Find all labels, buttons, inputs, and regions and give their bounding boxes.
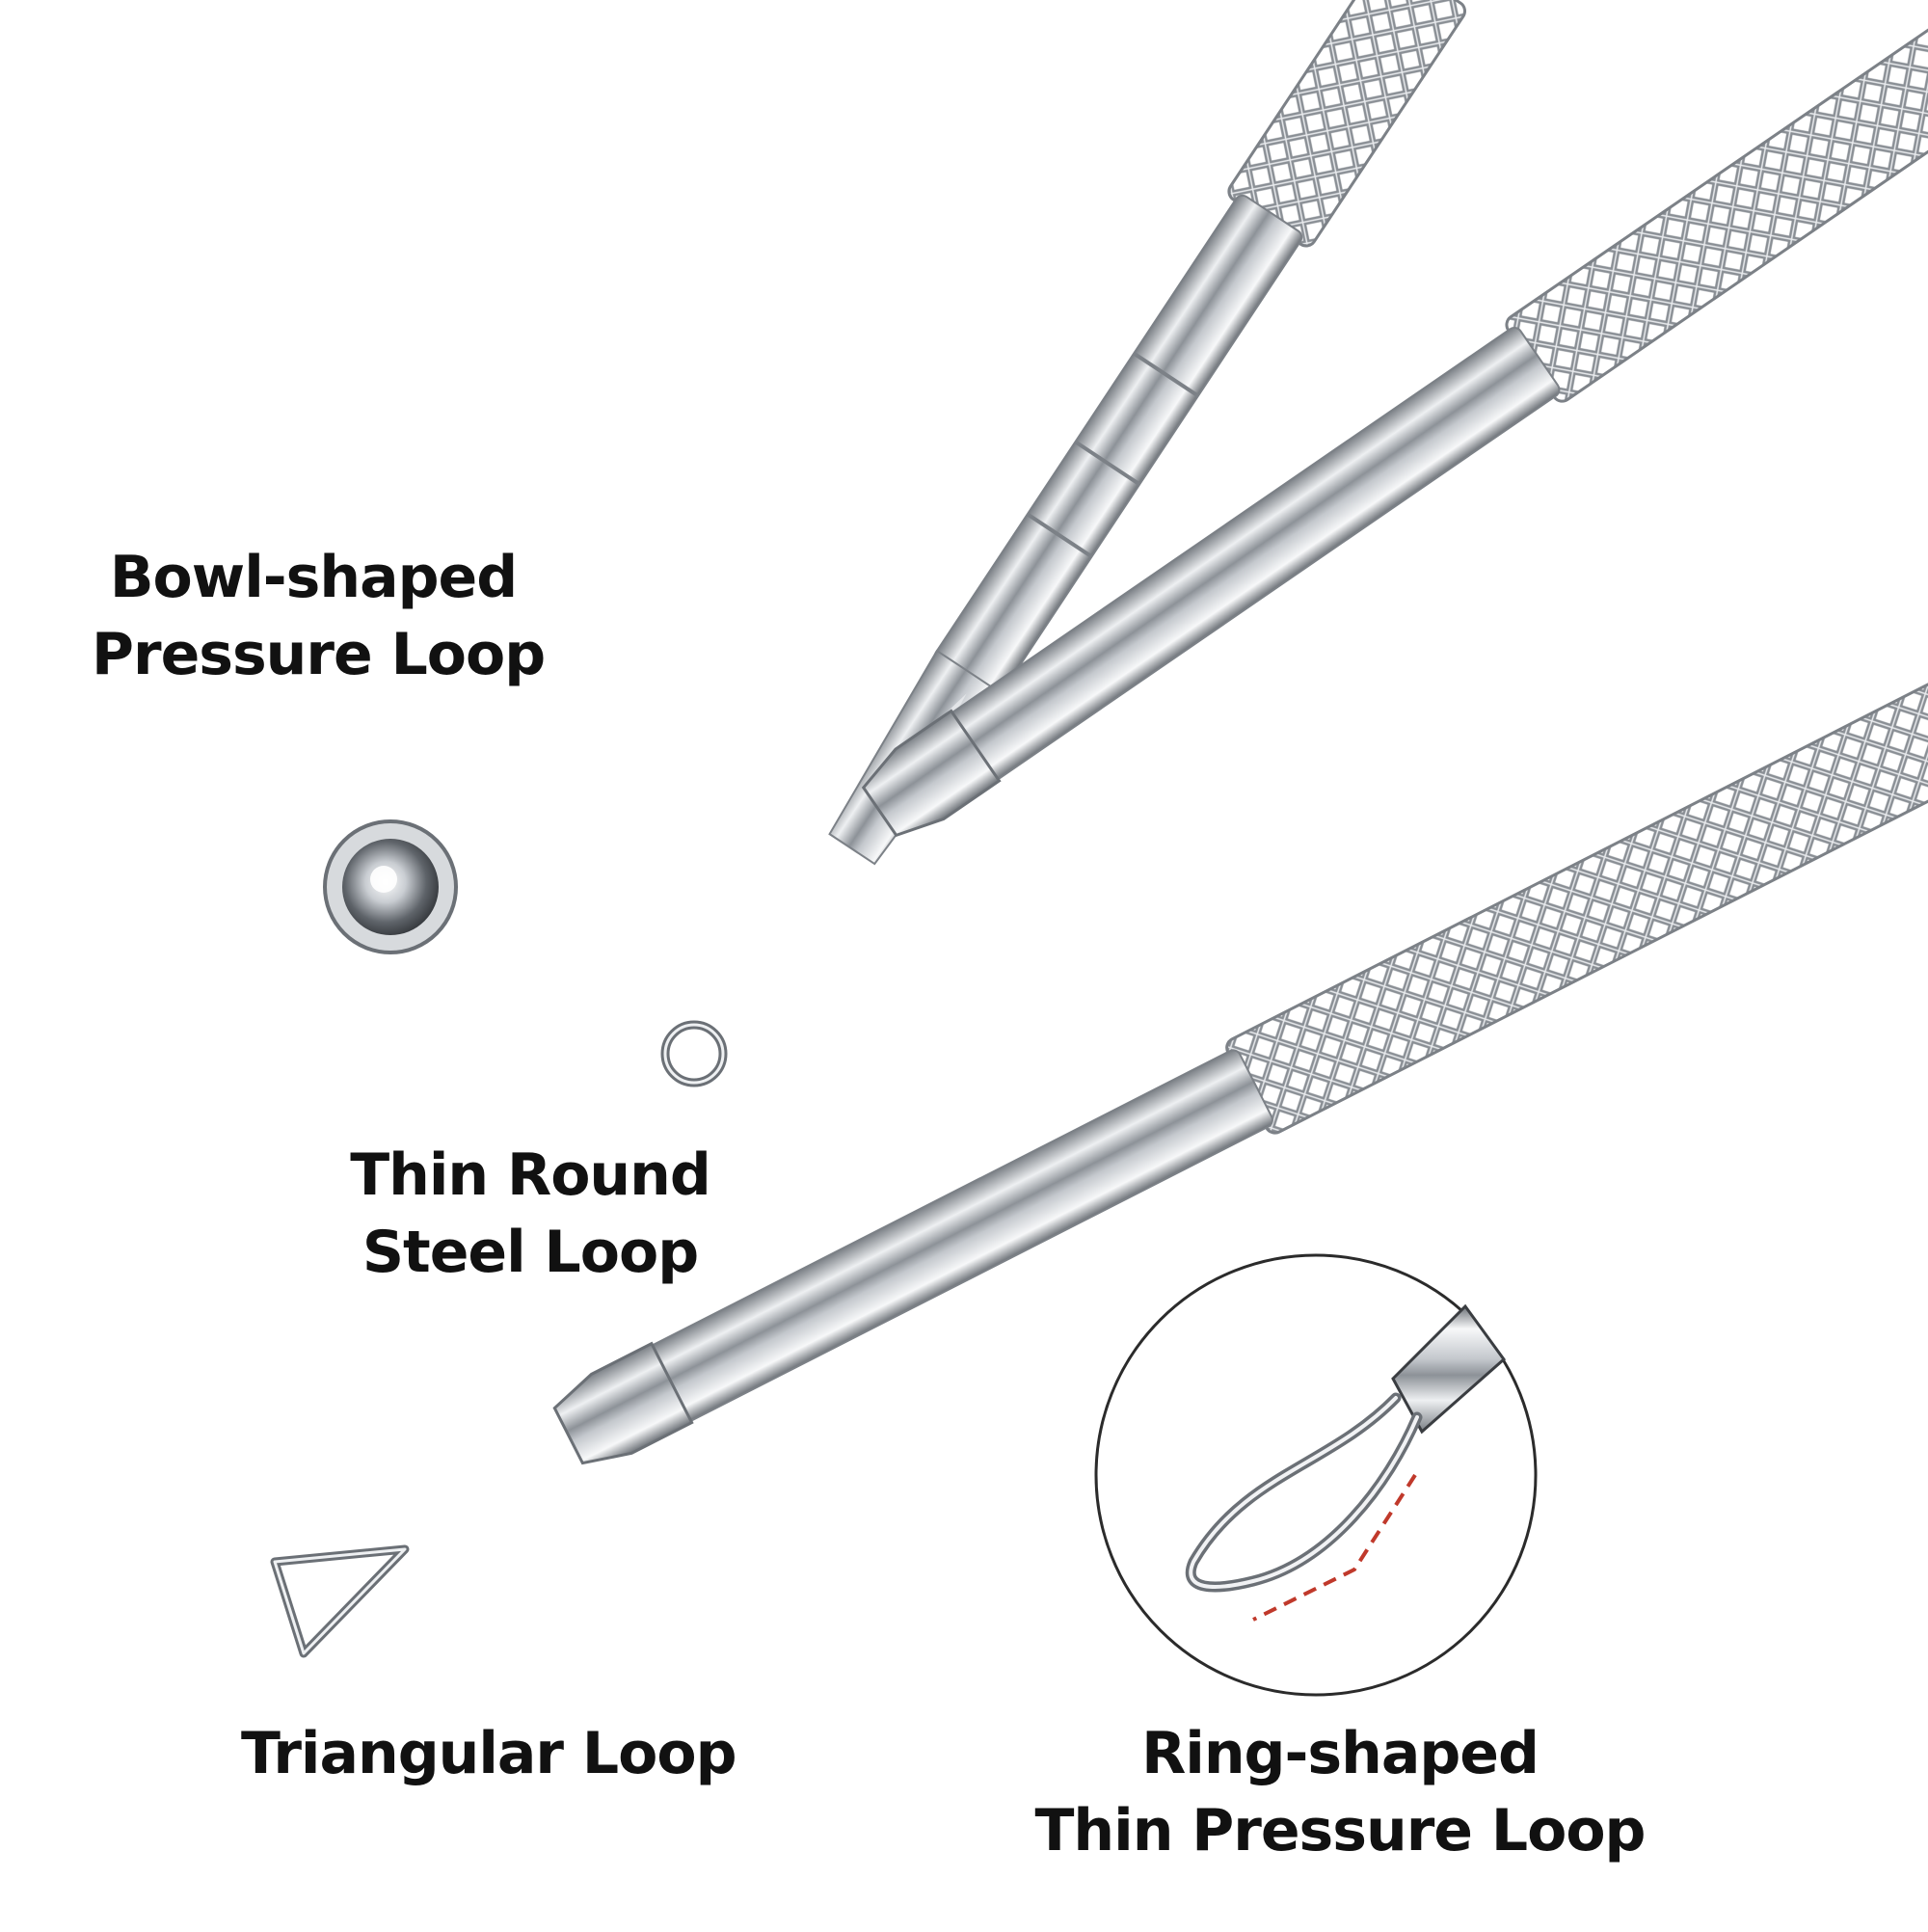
label-thin-round-steel-loop: Thin Round Steel Loop bbox=[318, 1138, 742, 1292]
label-line: Ring-shaped bbox=[1141, 1720, 1540, 1787]
label-triangular-loop: Triangular Loop bbox=[241, 1716, 752, 1793]
label-line: Triangular Loop bbox=[241, 1720, 737, 1787]
label-line: Thin Pressure Loop bbox=[1034, 1796, 1646, 1865]
label-line: Steel Loop bbox=[362, 1218, 699, 1286]
thin-loop-collar bbox=[861, 709, 1002, 838]
label-line: Pressure Loop bbox=[92, 620, 546, 688]
label-bowl-shaped-pressure-loop: Bowl-shaped Pressure Loop bbox=[92, 540, 546, 694]
inset-rod bbox=[1391, 1303, 1507, 1435]
thin-loop-knurled-grip bbox=[1505, 18, 1928, 403]
triangle-collar bbox=[552, 1341, 694, 1465]
label-line: Thin Round bbox=[350, 1141, 711, 1209]
label-ring-shaped-thin-pressure-loop: Ring-shaped Thin Pressure Loop bbox=[1003, 1716, 1677, 1870]
bowl-tip bbox=[323, 819, 458, 954]
triangle-tip bbox=[270, 1544, 410, 1658]
inset-guide-line bbox=[1252, 1473, 1417, 1622]
thin-loop-tool bbox=[861, 18, 1928, 838]
triangle-tool bbox=[552, 668, 1928, 1465]
label-line: Bowl-shaped bbox=[109, 544, 518, 611]
triangle-knurled-grip bbox=[1225, 668, 1928, 1135]
thin-loop-tip bbox=[660, 1020, 728, 1087]
ring-loop-inset bbox=[1094, 1253, 1538, 1697]
